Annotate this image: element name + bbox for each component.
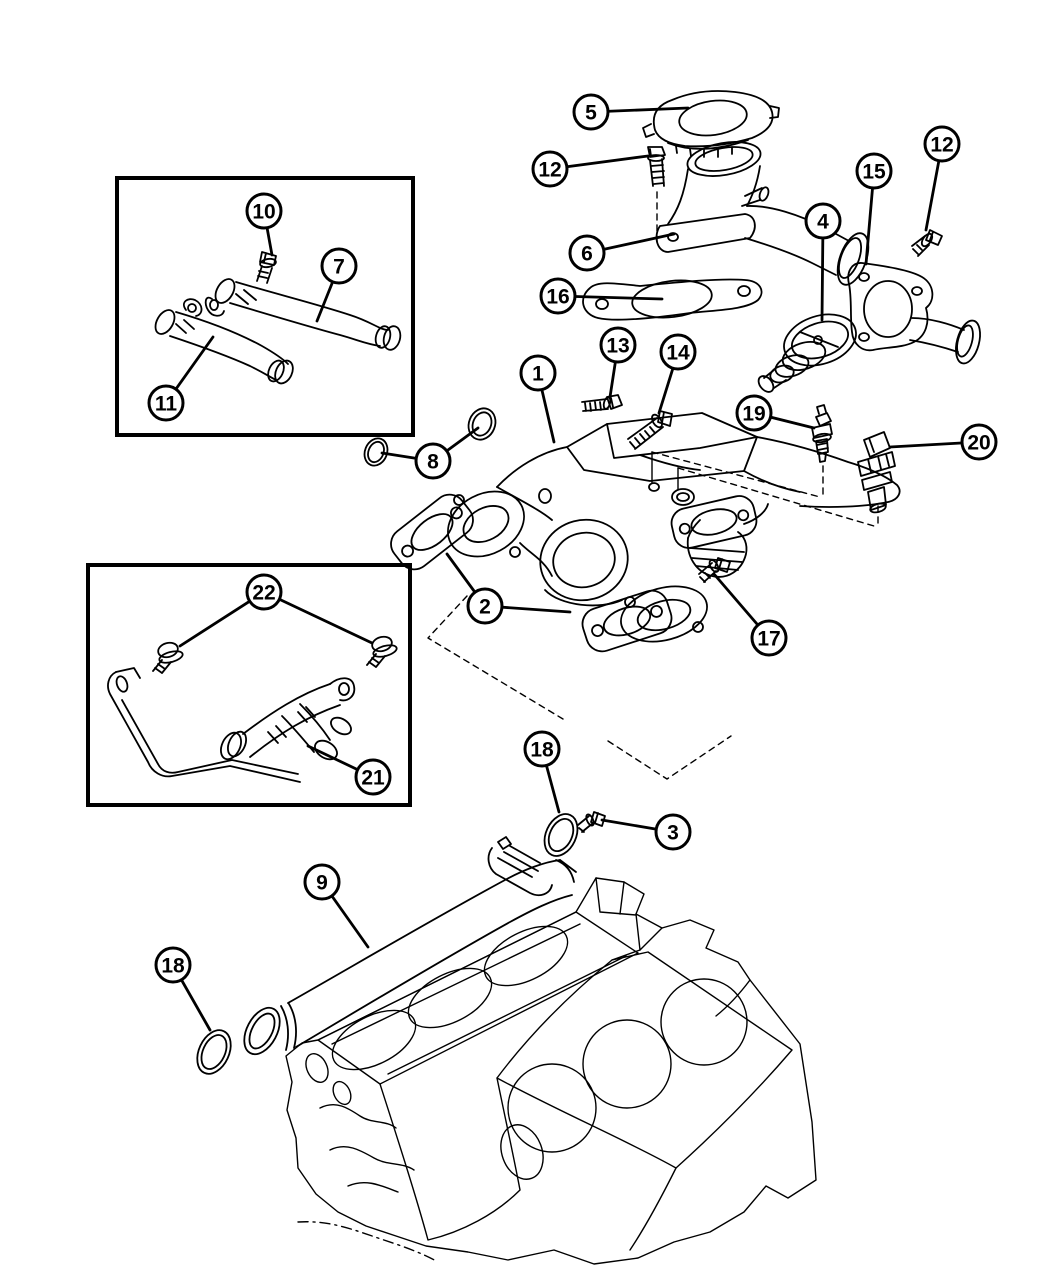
part-tube-7 [204,278,402,351]
callout-number: 14 [666,342,690,365]
callout-number: 18 [161,955,185,978]
part-outlet-flange-gasket [670,495,758,549]
part-bolt-3 [577,811,606,833]
callout-number: 5 [585,102,597,125]
callout-number: 11 [155,393,178,416]
callout-17: 17 [750,619,788,657]
callout-number: 10 [252,201,275,224]
callout-number: 4 [817,211,829,234]
callout-4: 4 [804,202,842,240]
leader-line-22 [262,590,374,645]
callout-6: 6 [568,234,606,272]
part-gasket-16 [582,278,763,321]
callout-number: 12 [538,159,561,182]
callout-number: 3 [667,822,679,845]
callout-number: 12 [930,134,953,157]
part-bolt-10 [256,251,277,284]
part-gasket-2b [581,589,673,653]
inset-box-hose [86,563,412,807]
part-bracket-21 [107,667,301,783]
callout-12: 12 [531,150,569,188]
part-screw-22a [152,641,184,674]
callout-13: 13 [599,326,637,364]
callout-12: 12 [923,125,961,163]
part-screw-22b [366,635,398,668]
callout-10: 10 [245,192,283,230]
callout-number: 9 [316,872,328,895]
part-sensor-19 [811,404,833,463]
part-tube-11 [154,298,294,385]
callout-11: 11 [147,384,185,422]
engine-block [285,877,817,1265]
part-radiator-cap [642,90,780,158]
alignment-lines [427,451,879,780]
part-gasket-2a [390,493,474,571]
callout-number: 15 [862,161,886,184]
callout-15: 15 [855,152,893,190]
inset-boxes [86,176,415,807]
part-filler-neck [655,141,870,286]
callout-5: 5 [572,93,610,131]
callout-18: 18 [154,946,192,984]
part-hose-21 [220,677,356,761]
callout-1: 1 [519,354,557,392]
part-thermostat-4 [757,313,857,393]
callout-14: 14 [659,333,697,371]
callout-number: 21 [361,767,385,790]
inset-box-tubes [115,176,415,437]
callout-number: 19 [742,403,765,426]
callout-number: 17 [757,628,780,651]
callout-number: 13 [606,335,629,358]
callout-9: 9 [303,863,341,901]
callout-16: 16 [539,277,577,315]
callout-3: 3 [654,813,692,851]
part-oring-18b [196,1029,232,1075]
part-bolt-17 [698,557,731,583]
callout-number: 1 [532,363,544,386]
callout-number: 8 [427,451,439,474]
callout-number: 6 [581,243,593,266]
part-sensor-20 [857,431,896,514]
callout-number: 18 [530,739,554,762]
callout-22: 22 [245,573,283,611]
part-bolt-12b [911,229,943,257]
callout-8: 8 [414,442,452,480]
callout-number: 22 [252,582,275,605]
part-oring-18a [543,813,579,857]
part-bolt-12a [647,146,666,187]
part-bolt-14 [627,410,673,450]
callout-21: 21 [354,758,392,796]
callout-20: 20 [960,423,998,461]
callout-number: 16 [546,286,569,309]
callout-number: 2 [479,596,491,619]
callout-7: 7 [320,247,358,285]
callout-number: 7 [333,256,345,279]
part-oring-8b [363,437,389,467]
part-oring-8a [467,407,497,441]
part-bolt-13 [581,394,623,412]
callout-number: 20 [967,432,990,455]
part-water-tube-9 [243,836,577,1056]
callout-2: 2 [466,587,504,625]
callout-19: 19 [735,394,773,432]
part-thermostat-housing-15 [847,262,981,365]
callout-18: 18 [523,730,561,768]
part-water-outlet-1 [447,412,901,643]
